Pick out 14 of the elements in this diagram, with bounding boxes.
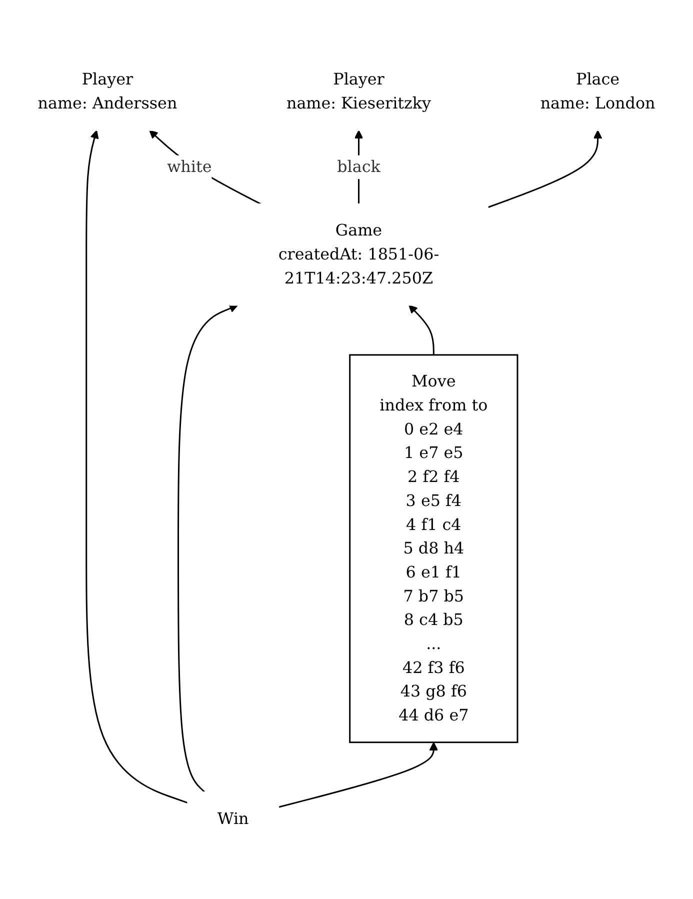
arrow	[178, 304, 238, 793]
node-text: Player name: Kieseritzky	[286, 70, 432, 113]
arrow	[278, 742, 438, 808]
node-text: Win	[217, 809, 249, 828]
edge-label: white	[167, 157, 212, 176]
arrow	[488, 130, 602, 208]
arrow	[408, 305, 434, 356]
node-text: Game createdAt: 1851-06-21T14:23:47.250Z	[278, 221, 440, 288]
arrow	[149, 130, 261, 205]
node-text: Player name: Anderssen	[38, 70, 178, 113]
edge-label: black	[337, 157, 380, 176]
node-box: Move index from to 0 e2 e4 1 e7 e5 2 f2 f4 3 e5 f4 4 f1 c4 5 d8 h4 6 e1 f1 7 b7 b5 8 c4 b5 ... 42 f3 f6 43 g8 f6 44 d6 e7	[349, 354, 518, 744]
node-text: Place name: London	[540, 70, 656, 113]
arrow	[86, 130, 188, 804]
